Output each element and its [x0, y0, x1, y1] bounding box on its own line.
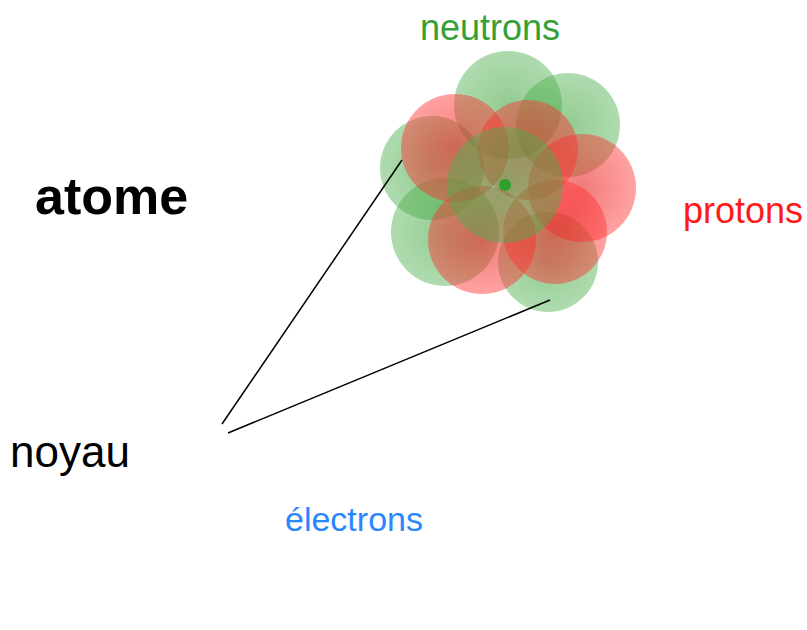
protons-label: protons — [683, 191, 803, 231]
neutrons-label: neutrons — [420, 8, 560, 48]
atom-circle: noyauélectrons — [20, 225, 422, 627]
title-label: atome — [35, 168, 188, 225]
nucleon-cluster — [380, 51, 636, 312]
leader-line — [222, 160, 402, 424]
electrons-label: électrons — [285, 501, 423, 538]
atom-shape — [20, 225, 422, 627]
leader-line — [228, 300, 550, 433]
nucleus-label: noyau — [10, 428, 130, 476]
